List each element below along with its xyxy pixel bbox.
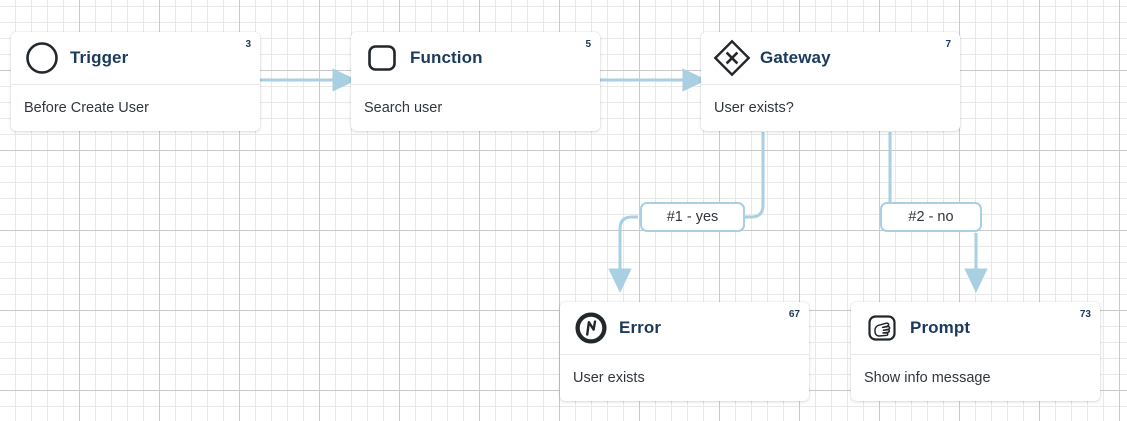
node-function-header: Function 5 (351, 32, 600, 85)
node-error-badge: 67 (788, 309, 800, 320)
node-error-description: User exists (573, 370, 645, 386)
node-error-title: Error (619, 318, 662, 337)
node-gateway-title: Gateway (760, 48, 831, 67)
node-gateway[interactable]: Gateway 7 User exists? (701, 32, 960, 131)
node-trigger-header: Trigger 3 (11, 32, 260, 85)
node-gateway-badge: 7 (945, 39, 951, 50)
node-error[interactable]: Error 67 User exists (560, 302, 809, 401)
node-function-badge: 5 (585, 39, 591, 50)
edge-label-yes[interactable]: #1 - yes (640, 202, 745, 232)
node-function-description: Search user (364, 100, 443, 116)
node-trigger-title: Trigger (70, 48, 129, 67)
node-prompt-description: Show info message (864, 370, 991, 386)
edge-label-no[interactable]: #2 - no (880, 202, 982, 232)
node-prompt-badge: 73 (1079, 309, 1091, 320)
error-bolt-icon (572, 309, 610, 347)
node-trigger[interactable]: Trigger 3 Before Create User (11, 32, 260, 131)
diamond-x-icon (713, 39, 751, 77)
node-trigger-description: Before Create User (24, 100, 149, 116)
node-gateway-header: Gateway 7 (701, 32, 960, 85)
node-function[interactable]: Function 5 Search user (351, 32, 600, 131)
node-function-title: Function (410, 48, 483, 67)
node-prompt-title: Prompt (910, 318, 971, 337)
node-error-header: Error 67 (560, 302, 809, 355)
node-prompt-header: Prompt 73 (851, 302, 1100, 355)
circle-icon (23, 39, 61, 77)
node-trigger-badge: 3 (245, 39, 251, 50)
node-prompt[interactable]: Prompt 73 Show info message (851, 302, 1100, 401)
rounded-square-icon (363, 39, 401, 77)
node-gateway-description: User exists? (714, 100, 794, 116)
hand-manual-icon (863, 309, 901, 347)
